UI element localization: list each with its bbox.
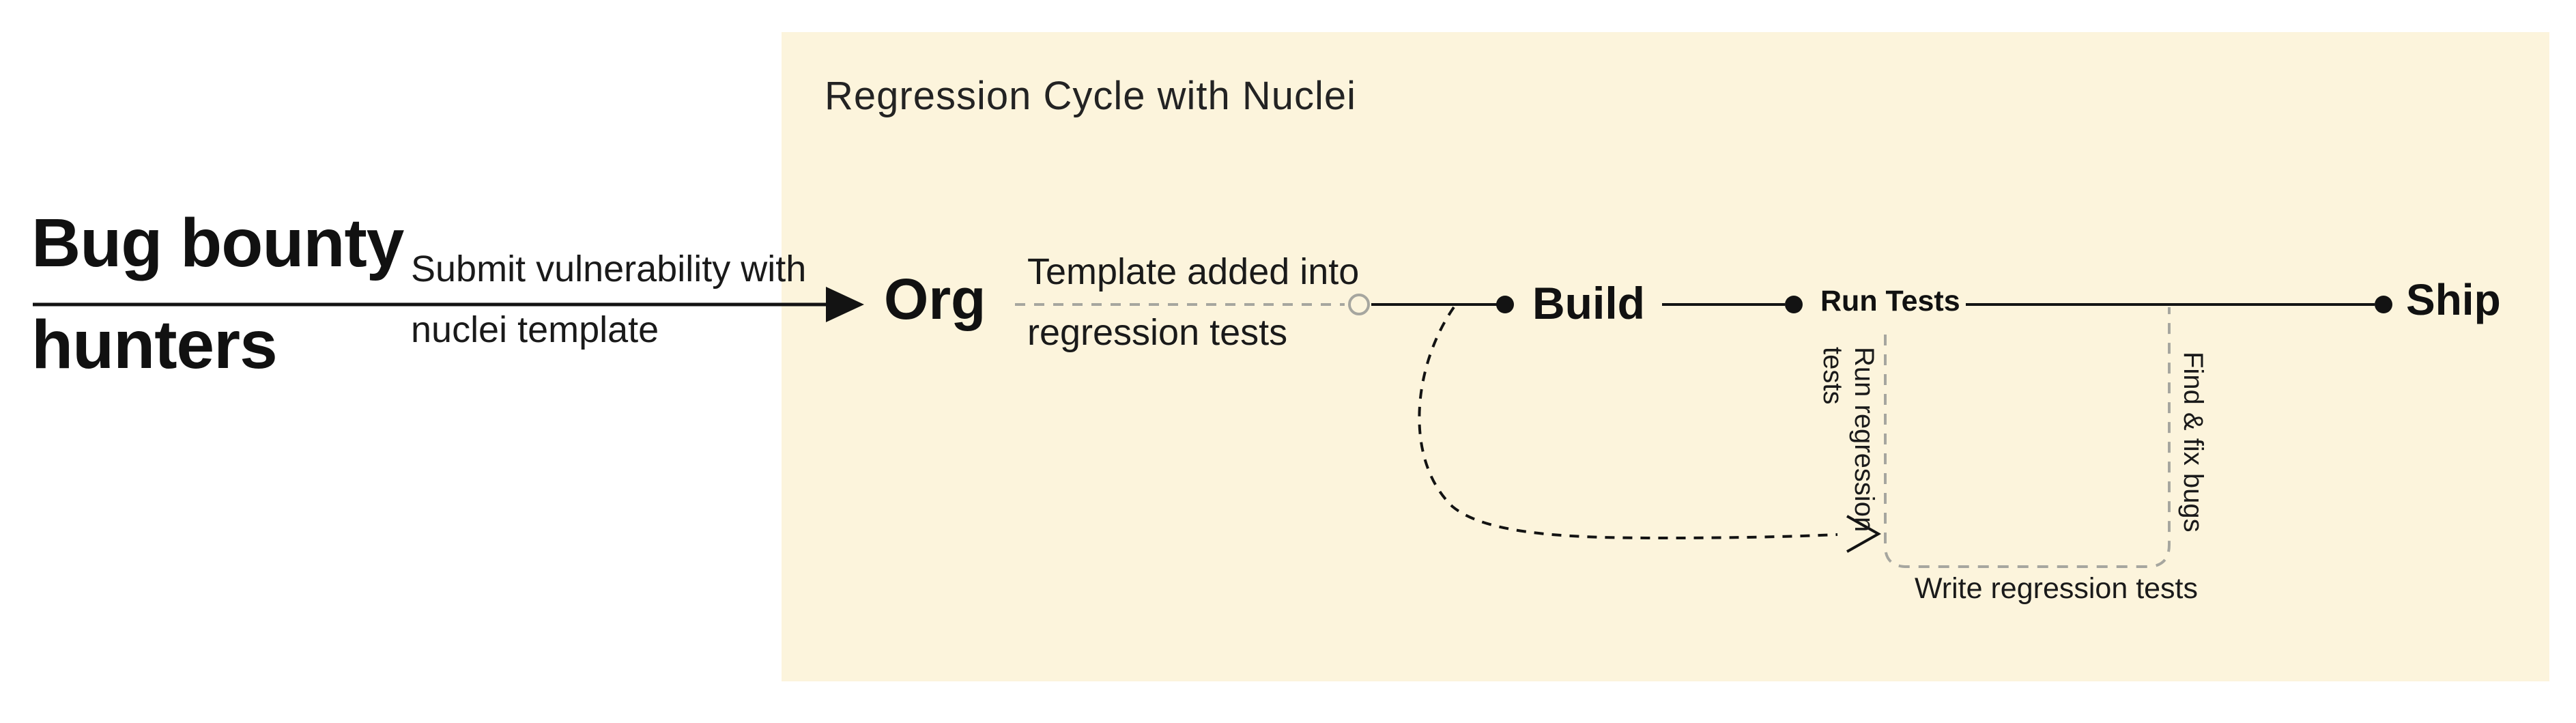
write-regression-bracket [1884, 307, 2171, 568]
run-regression-feedback-curve [1418, 306, 1838, 540]
pipeline-start-circle-icon [1348, 294, 1370, 315]
run-tests-node-dot-icon [1785, 296, 1803, 313]
submit-arrowhead-icon [826, 287, 864, 322]
node-ship-label: Ship [2406, 275, 2501, 324]
write-regression-tests-label: Write regression tests [1915, 572, 2199, 605]
template-added-label-line2: regression tests [1027, 312, 1288, 353]
feedback-arrowhead-icon [1846, 515, 1882, 553]
panel-title: Regression Cycle with Nuclei [825, 74, 1357, 118]
run-regression-tests-vertical-label: Run regression tests [1818, 347, 1879, 533]
actor-label-line2: hunters [31, 307, 278, 383]
submit-arrow-label-line2: nuclei template [411, 309, 659, 350]
ship-node-dot-icon [2375, 296, 2392, 313]
build-node-dot-icon [1496, 296, 1514, 313]
node-org-label: Org [884, 267, 986, 331]
regression-cycle-panel [782, 32, 2549, 681]
node-build-label: Build [1532, 278, 1645, 328]
find-fix-bugs-vertical-label: Find & fix bugs [2178, 352, 2208, 533]
template-added-label-line1: Template added into [1027, 251, 1360, 292]
submit-arrow-label-line1: Submit vulnerability with [411, 249, 807, 289]
node-run-tests-label: Run Tests [1820, 285, 1960, 317]
actor-label-line1: Bug bounty [31, 205, 404, 281]
